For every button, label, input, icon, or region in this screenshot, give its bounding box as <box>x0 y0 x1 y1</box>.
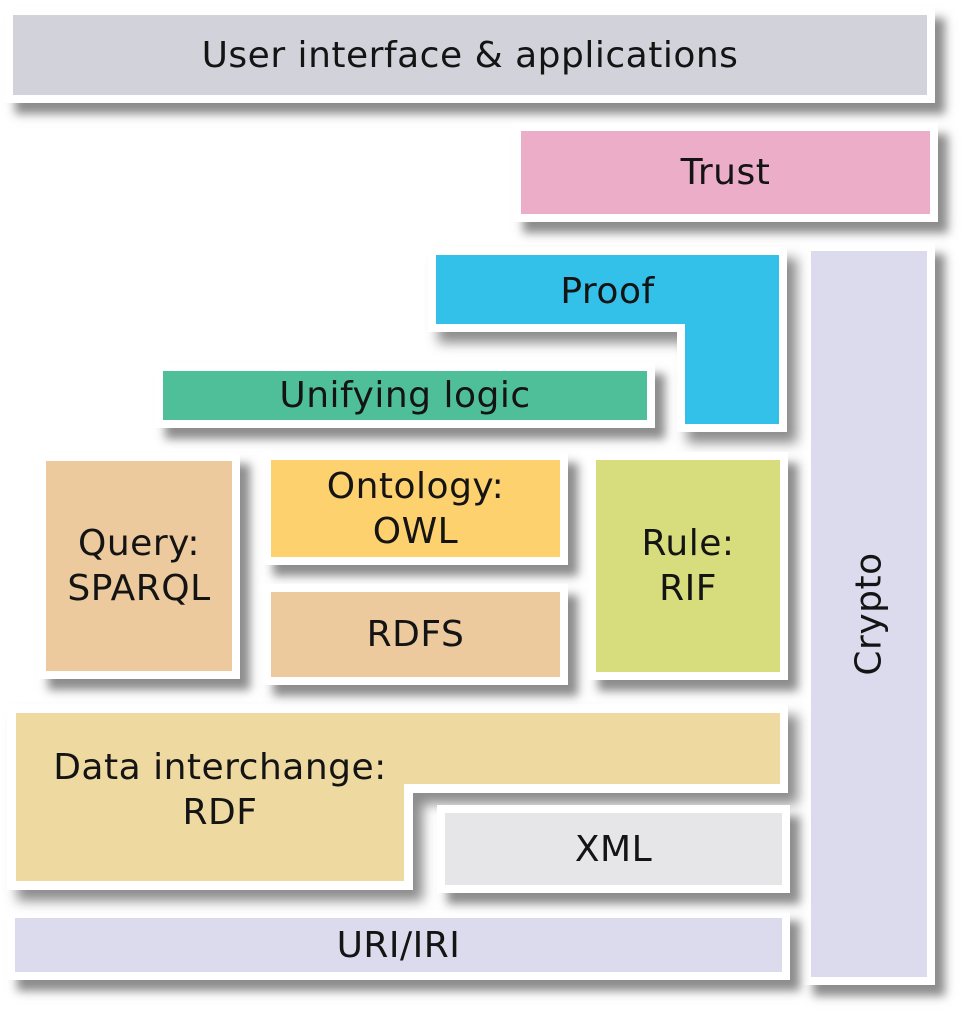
data-interchange-label: Data interchange: RDF <box>10 744 430 836</box>
ontology-label: Ontology: OWL <box>327 464 505 554</box>
uri-iri-label: URI/IRI <box>336 924 461 966</box>
trust-label: Trust <box>680 152 771 193</box>
query-line1: Query: <box>78 523 200 564</box>
data-interchange-line2: RDF <box>182 792 258 833</box>
layer-proof: Proof <box>420 240 800 445</box>
layer-rdfs: RDFS <box>263 584 568 685</box>
rule-line2: RIF <box>659 568 717 609</box>
layer-user-interface: User interface & applications <box>5 7 935 103</box>
data-interchange-fill <box>16 713 780 881</box>
ontology-line1: Ontology: <box>326 465 505 507</box>
layer-uri-iri: URI/IRI <box>7 910 790 980</box>
proof-shape <box>428 247 787 432</box>
proof-label: Proof <box>436 255 779 327</box>
query-line2: SPARQL <box>67 568 211 609</box>
query-label: Query: SPARQL <box>67 521 210 611</box>
layer-trust: Trust <box>513 123 938 222</box>
layer-crypto: Crypto <box>803 243 935 985</box>
layer-query-sparql: Query: SPARQL <box>38 453 240 679</box>
ontology-line2: OWL <box>372 510 459 552</box>
rdfs-label: RDFS <box>366 614 465 655</box>
unifying-logic-label: Unifying logic <box>279 375 531 416</box>
xml-label: XML <box>574 828 653 870</box>
layer-data-interchange: Data interchange: RDF <box>0 697 800 897</box>
rule-label: Rule: RIF <box>642 521 735 611</box>
user-interface-label: User interface & applications <box>201 34 739 76</box>
proof-label-text: Proof <box>560 270 655 312</box>
layer-ontology-owl: Ontology: OWL <box>263 452 568 565</box>
layer-xml: XML <box>437 805 790 893</box>
rule-line1: Rule: <box>641 523 735 564</box>
crypto-label: Crypto <box>848 552 890 676</box>
proof-fill <box>436 255 779 424</box>
data-interchange-shape <box>7 704 788 890</box>
data-interchange-line1: Data interchange: <box>53 747 387 788</box>
layer-rule-rif: Rule: RIF <box>588 452 788 680</box>
layer-unifying-logic: Unifying logic <box>155 363 655 428</box>
